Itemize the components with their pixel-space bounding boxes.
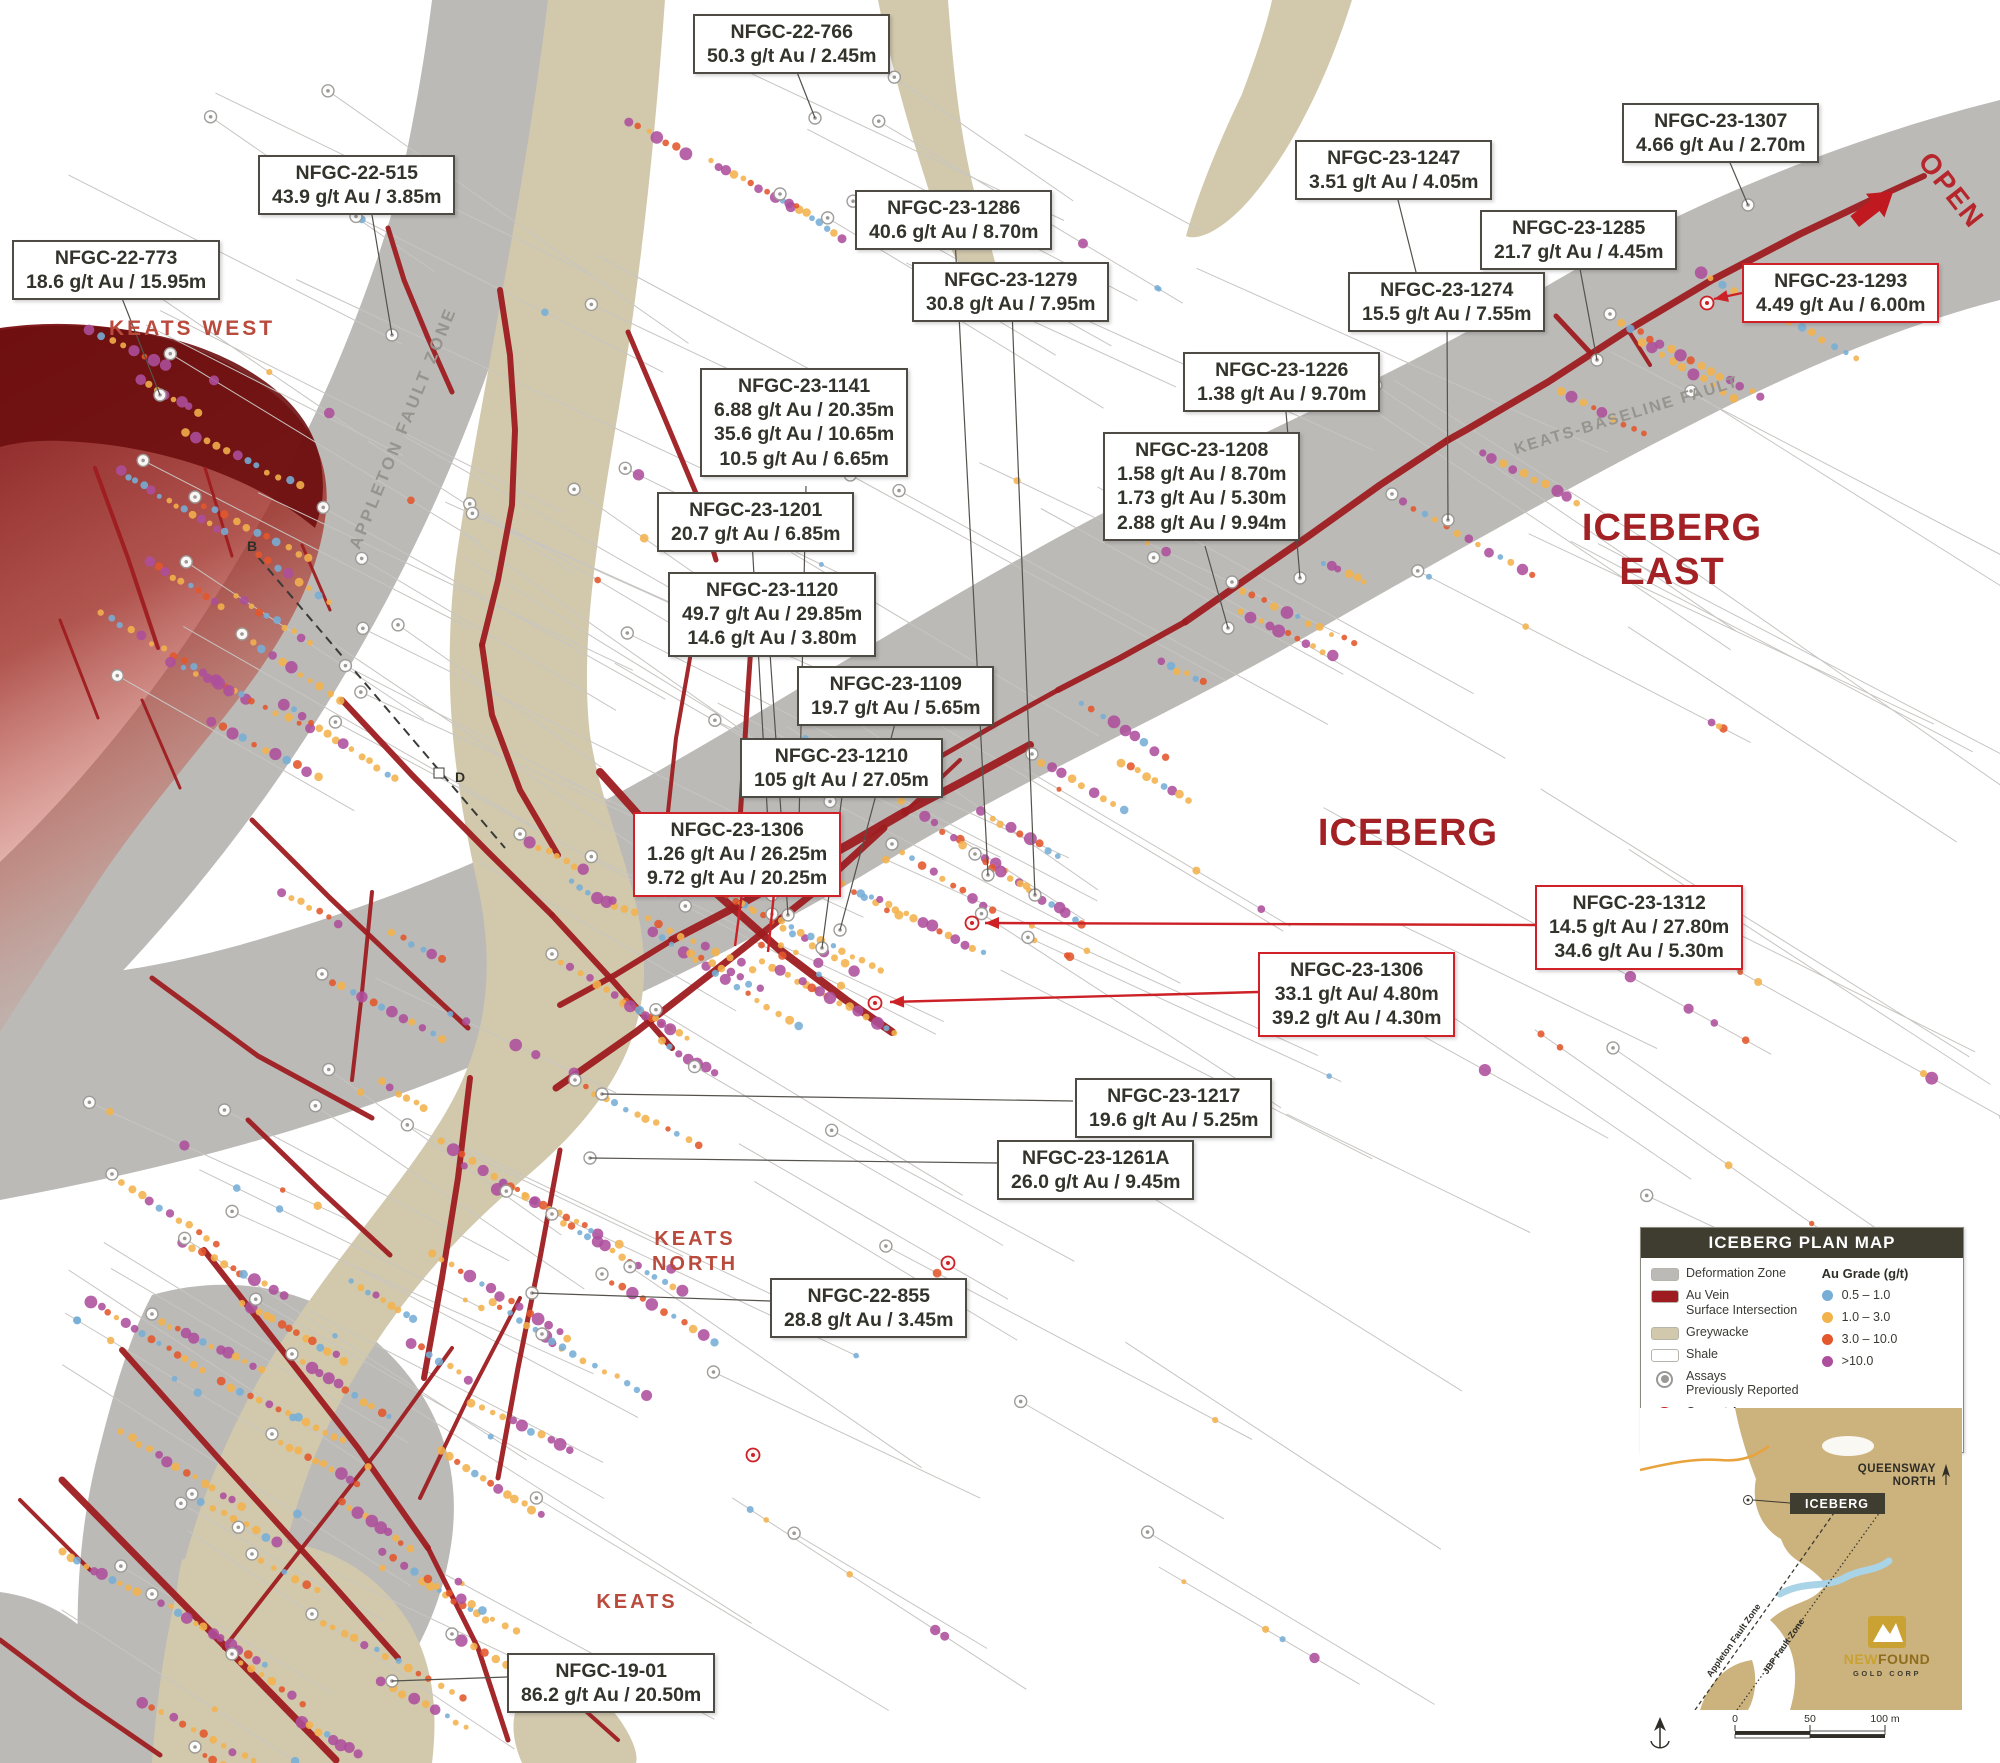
scale-bar-area: 0 50 100 m [1640,1712,1962,1760]
open-arrow-icon [1850,191,1894,228]
inset-river [1776,1557,1893,1598]
inset-north-arrow-icon [1942,1464,1950,1485]
grade-label: 3.0 – 10.0 [1841,1332,1898,1346]
assays-previous-icon [1656,1370,1673,1388]
greywacke-band-top-center [878,0,999,300]
grade-dot-high [1821,1333,1833,1345]
label-keats-north-2: NORTH [652,1253,738,1275]
grade-label: 0.5 – 1.0 [1841,1288,1891,1302]
legend-label: Assays Previously Reported [1686,1368,1799,1398]
grade-dot-mid [1821,1311,1833,1323]
scale-50: 50 [1804,1713,1816,1725]
deformation-zone-swatch [1651,1268,1679,1281]
inset-queensway-label-1: QUEENSWAY [1858,1463,1936,1475]
scale-bar: 0 50 100 m [1732,1713,1900,1739]
greywacke-swatch [1651,1326,1679,1340]
greywacke-band-top-right [1186,0,1352,238]
au-grade-title: Au Grade (g/t) [1821,1266,1909,1281]
greywacke-bottom [175,1541,435,1763]
grade-dot-low [1821,1289,1833,1301]
greywacke-band-main [152,0,665,1763]
scale-100m: 100 m [1870,1713,1899,1725]
north-arrow-icon [1650,1717,1670,1749]
au-vein-swatch [1651,1290,1679,1303]
label-iceberg-east-2: EAST [1619,551,1724,593]
section-line: B D [247,538,506,849]
legend-label: Greywacke [1686,1324,1749,1339]
legend-label: Shale [1686,1346,1718,1361]
brand-goldcorp: GOLD CORP [1853,1669,1921,1678]
svg-text:NEWFOUND: NEWFOUND [1844,1651,1930,1667]
inset-queensway-label-2: NORTH [1893,1476,1936,1488]
grade-dot-bonanza [1821,1355,1833,1367]
newfound-logo: NEWFOUND GOLD CORP [1844,1616,1930,1678]
label-iceberg: ICEBERG [1318,812,1498,854]
legend-label: Deformation Zone [1686,1266,1787,1280]
brand-new: NEW [1844,1651,1878,1667]
drill-collars [82,70,1755,1754]
current-assay-marks [733,284,1743,1463]
section-point-b: B [247,538,257,554]
inset-iceberg-label: ICEBERG [1805,1497,1869,1511]
label-keats-north-1: KEATS [654,1228,735,1250]
inset-road [1639,1445,1770,1472]
label-iceberg-east-1: ICEBERG [1582,507,1762,549]
inset-location-map: Appleton Fault Zone JBP Fault Zone ICEBE… [1639,1408,1962,1711]
legend-label: Au Vein Surface Intersection [1686,1288,1798,1317]
grade-label: 1.0 – 3.0 [1841,1310,1891,1324]
section-point-d: D [455,769,465,785]
brand-found: FOUND [1878,1651,1930,1667]
keats-west-red-core [0,325,323,528]
keats-west-red-zone [0,323,327,1032]
label-keats: KEATS [596,1591,677,1613]
label-keats-west: KEATS WEST [109,317,275,340]
grade-label: >10.0 [1841,1354,1874,1368]
scale-0: 0 [1732,1713,1738,1725]
legend-title: ICEBERG PLAN MAP [1641,1228,1963,1258]
shale-swatch [1651,1348,1679,1362]
